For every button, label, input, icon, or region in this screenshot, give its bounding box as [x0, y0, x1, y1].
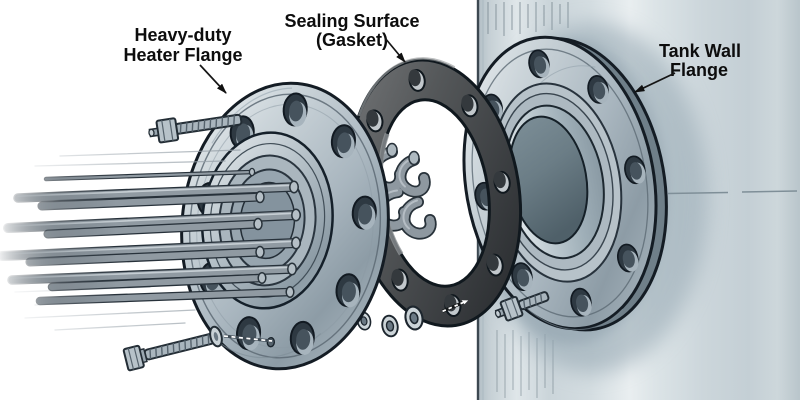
heating-element-tubes — [0, 149, 302, 331]
gasket-alignment-dashes — [441, 300, 469, 313]
tank-wall-hatching-top — [487, 2, 569, 36]
heater-flange-leader-line — [199, 64, 227, 94]
tank-wall-hatching-bottom — [496, 330, 554, 398]
tank-flange-bolt — [494, 291, 550, 322]
tank-wall-flange-leader-line — [634, 72, 676, 93]
stud-bolt-top — [148, 113, 243, 144]
tank-wall-seam — [667, 190, 798, 195]
label-sealing-surface: Sealing Surface (Gasket) — [284, 11, 420, 63]
sealing-surface-label-line2: (Gasket) — [316, 30, 388, 50]
tank-wall-flange-label-line1: Tank Wall — [659, 41, 741, 61]
tube-collars — [248, 167, 301, 298]
heater-flange-label-line2: Heater Flange — [123, 45, 242, 65]
bolt-insertion-dashes — [223, 334, 273, 343]
label-heater-flange: Heavy-duty Heater Flange — [123, 25, 243, 94]
heater-flange-label-line1: Heavy-duty — [134, 25, 231, 45]
sealing-surface-leader-line — [384, 37, 406, 63]
hex-bolt-bottom — [122, 325, 223, 372]
tank-wall-flange-label-line2: Flange — [670, 60, 728, 80]
label-tank-wall-flange: Tank Wall Flange — [634, 41, 741, 93]
sealing-surface-label-line1: Sealing Surface — [284, 11, 419, 31]
